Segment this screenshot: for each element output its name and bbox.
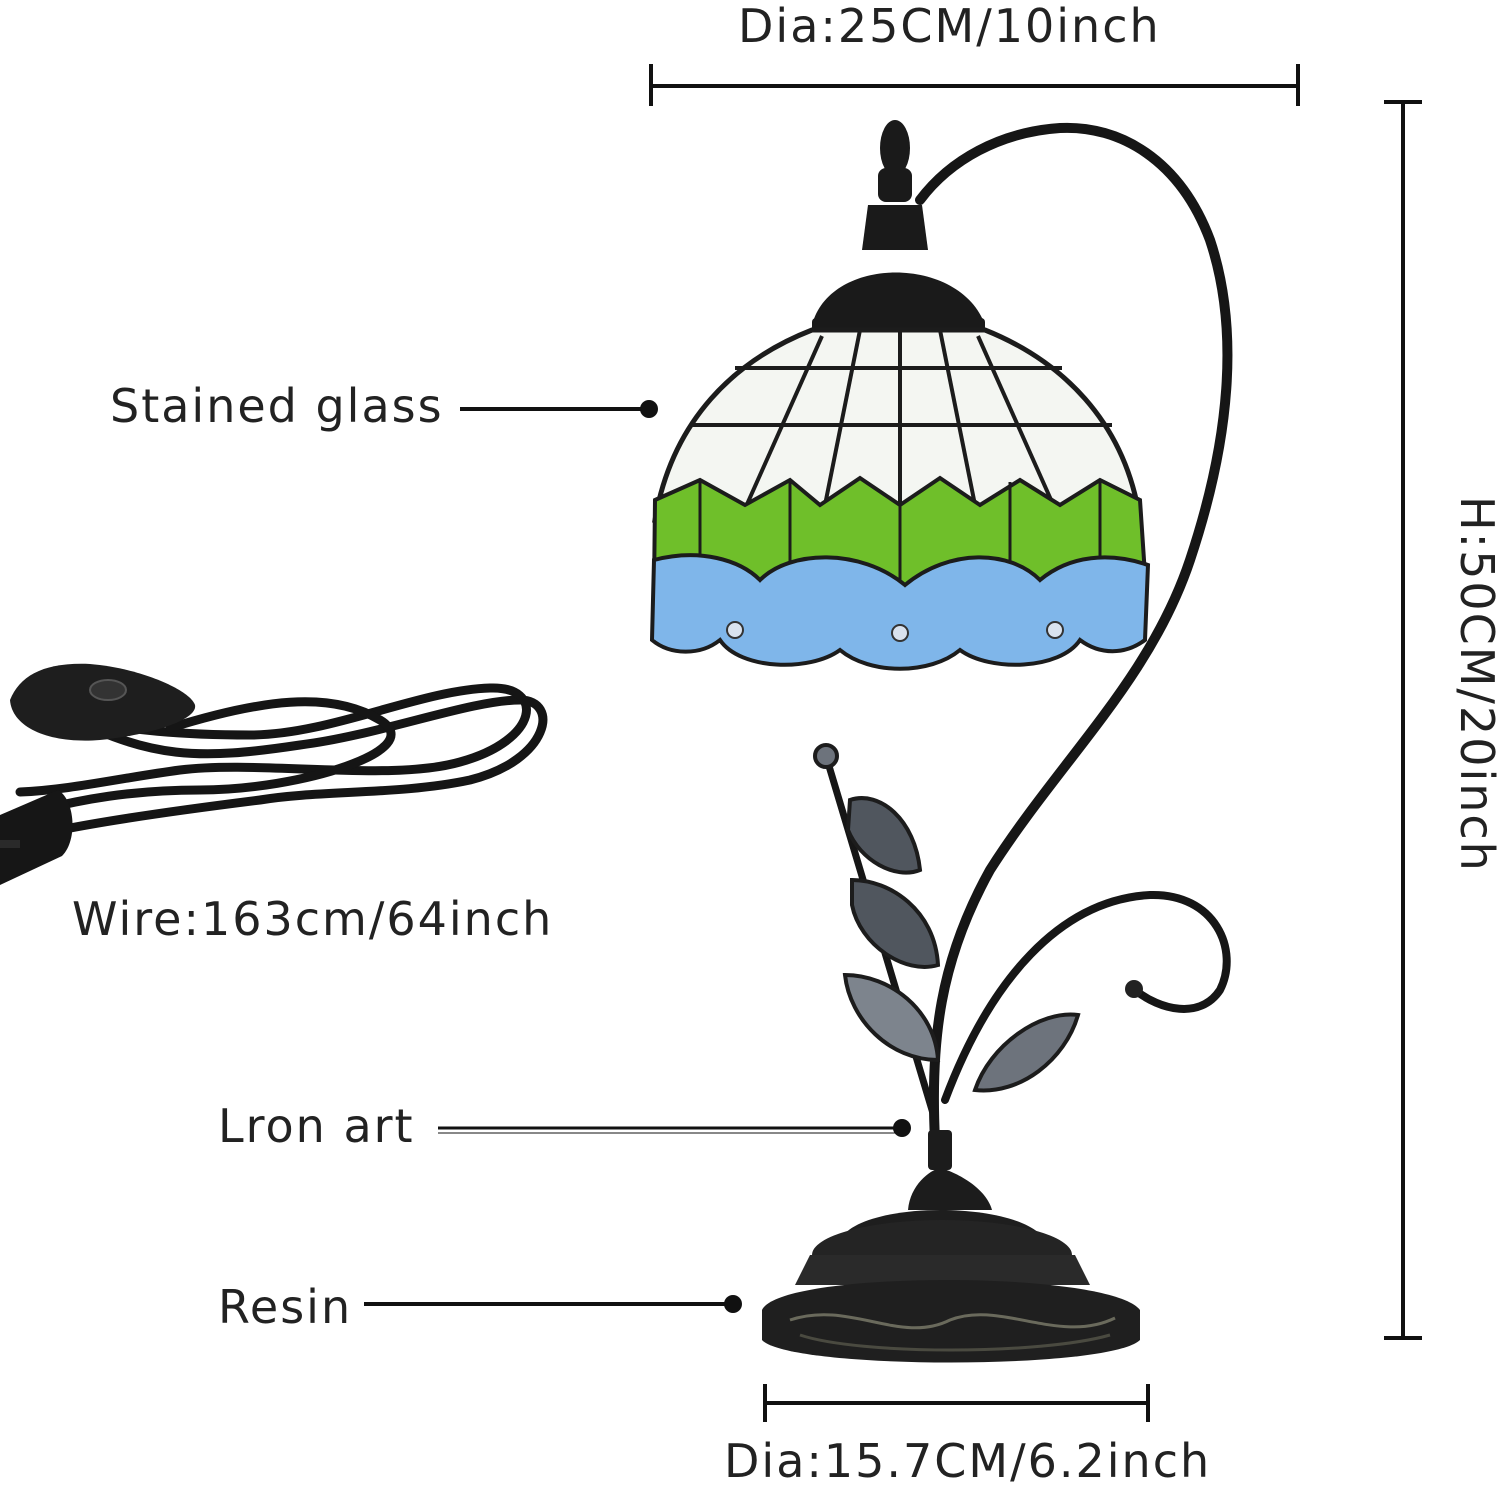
shade-diameter-dimension-line [649, 64, 1300, 106]
shade-jewels [726, 621, 1064, 642]
height-dimension-line [1384, 100, 1422, 1340]
curl-branch [941, 890, 1231, 1104]
resin-callout: Resin [218, 1280, 353, 1334]
stained-glass-callout: Stained glass [110, 379, 444, 433]
base-diameter-label: Dia:15.7CM/6.2inch [724, 1434, 1212, 1488]
power-cord [15, 683, 548, 835]
height-label: H:50CM/20inch [1450, 496, 1500, 873]
lamp-finial [812, 120, 985, 332]
stem-collar [908, 1130, 992, 1210]
shade-lead-lines [690, 329, 1112, 521]
iron-leaves [813, 743, 1081, 1122]
resin-base [762, 1210, 1140, 1363]
shade-blue-band [649, 553, 1151, 671]
cord-plug [0, 790, 73, 885]
wire-length-label: Wire:163cm/64inch [72, 892, 554, 946]
cord-switch [10, 663, 196, 741]
lamp-arm [915, 122, 1233, 1145]
callout-lines [364, 400, 911, 1313]
iron-art-callout: Lron art [218, 1099, 415, 1153]
base-diameter-dimension-line [763, 1384, 1150, 1422]
shade-diameter-label: Dia:25CM/10inch [738, 0, 1161, 53]
